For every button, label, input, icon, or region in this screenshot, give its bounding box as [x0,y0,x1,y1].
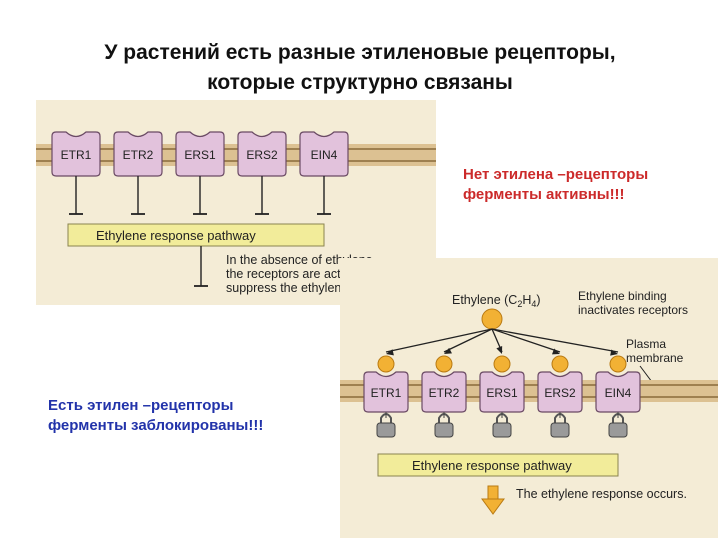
binding-arrowhead [552,348,560,355]
binding-arrowhead [496,346,503,354]
receptor-ein4: EIN4 [299,131,349,177]
binding-arrow [443,328,493,353]
receptor-label: EIN4 [311,148,338,162]
binding-label-line-1: Ethylene binding [578,289,667,303]
bound-ethylene [551,355,569,373]
binding-label-line-2: inactivates receptors [578,303,688,317]
receptor-label: ERS2 [544,386,576,400]
note-no-ethylene-line-1: Нет этилена –рецепторы [463,166,649,183]
receptor-etr1: ETR1 [363,371,409,413]
binding-arrowhead [444,347,452,354]
ethylene-molecule [481,308,503,330]
membrane-label-line-1: Plasma [626,337,666,351]
binding-arrow [385,328,493,353]
lock-icon [492,412,512,438]
receptor-ein4: EIN4 [595,371,641,413]
receptor-etr2: ETR2 [421,371,467,413]
receptor-ers1: ERS1 [175,131,225,177]
response-label: The ethylene response occurs. [516,487,687,501]
response-arrow-head [481,498,505,515]
receptor-label: ERS2 [246,148,278,162]
lock-icon [376,412,396,438]
receptor-ers2: ERS2 [537,371,583,413]
note-no-ethylene-line-2: ферменты активны!!! [463,186,625,203]
note-with-ethylene: Есть этилен –рецепторы ферменты заблокир… [48,396,263,436]
slide-title-line-2: которые структурно связаны [207,71,513,94]
receptor-label: ETR2 [429,386,460,400]
pathway-label: Ethylene response pathway [96,228,256,243]
receptor-body [363,371,409,413]
receptor-label: ETR1 [371,386,402,400]
note-with-ethylene-line-2: ферменты заблокированы!!! [48,417,264,434]
bound-ethylene [493,355,511,373]
pathway-box [67,223,325,247]
receptor-label: EIN4 [605,386,632,400]
diagram-with-ethylene: Ethylene (C2H4) Ethylene binding inactiv… [340,258,718,538]
receptor-label: ETR2 [123,148,154,162]
binding-arrowhead [386,349,394,356]
receptor-ers2: ERS2 [237,131,287,177]
binding-arrowhead [610,349,618,356]
bound-ethylene [377,355,395,373]
receptor-body [595,371,641,413]
receptor-ers1: ERS1 [479,371,525,413]
note-with-ethylene-line-1: Есть этилен –рецепторы [48,397,234,414]
diagram-no-ethylene: ETR1 ETR2 ERS1 ERS2 EIN4 Ethylene response p… [36,100,436,305]
bound-ethylene [609,355,627,373]
receptor-body [175,131,225,177]
receptor-body [113,131,163,177]
slide-title-line-1: У растений есть разные этиленовые рецепт… [104,41,616,64]
binding-arrow [491,328,619,353]
lock-icon [550,412,570,438]
receptor-label: ETR1 [61,148,92,162]
caption-line-1: In the absence of ethylene, [226,253,376,267]
receptor-label: ERS1 [184,148,216,162]
bound-ethylene [435,355,453,373]
receptor-etr1: ETR1 [51,131,101,177]
receptor-body [51,131,101,177]
receptor-label: ERS1 [486,386,518,400]
note-no-ethylene: Нет этилена –рецепторы ферменты активны!… [463,165,648,205]
response-arrow-shaft [487,485,499,501]
receptor-body [237,131,287,177]
receptor-body [537,371,583,413]
ethylene-label: Ethylene (C2H4) [452,293,541,309]
receptor-body [299,131,349,177]
receptor-etr2: ETR2 [113,131,163,177]
membrane-label-line-2: membrane [626,351,684,365]
lock-icon [434,412,454,438]
pathway-box [377,453,619,477]
binding-arrow [491,328,561,353]
lock-icon [608,412,628,438]
pathway-label: Ethylene response pathway [412,458,572,473]
receptor-body [421,371,467,413]
receptor-body [479,371,525,413]
